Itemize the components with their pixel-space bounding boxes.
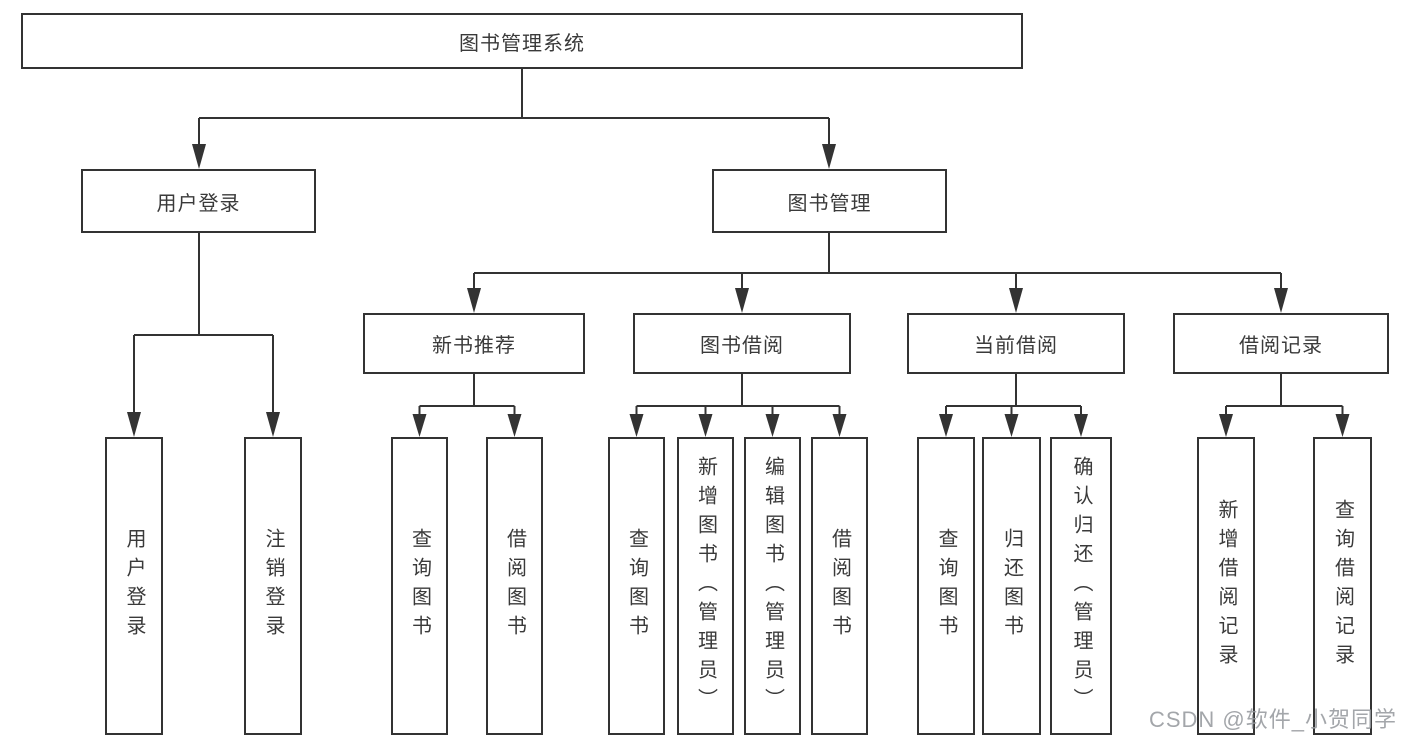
leaf-current-query-books: 查询图书 <box>917 437 975 735</box>
leaf-recommend-query-books: 查询图书 <box>391 437 448 735</box>
csdn-watermark: CSDN @软件_小贺同学 <box>1148 707 1397 732</box>
node-library-system: 图书管理系统 <box>21 13 1023 69</box>
node-user-login: 用户登录 <box>81 169 316 233</box>
leaf-current-confirm-return-admin: 确认归还（管理员） <box>1050 437 1112 735</box>
leaf-borrow-edit-books-admin: 编辑图书（管理员） <box>744 437 801 735</box>
leaf-borrow-borrow-books: 借阅图书 <box>811 437 868 735</box>
node-borrow-records: 借阅记录 <box>1173 313 1389 374</box>
node-book-borrow: 图书借阅 <box>633 313 851 374</box>
node-current-borrow: 当前借阅 <box>907 313 1125 374</box>
leaf-records-add-record: 新增借阅记录 <box>1197 437 1255 735</box>
leaf-records-query-record: 查询借阅记录 <box>1313 437 1372 735</box>
leaf-borrow-add-books-admin: 新增图书（管理员） <box>677 437 734 735</box>
node-book-management: 图书管理 <box>712 169 947 233</box>
leaf-user-login: 用户登录 <box>105 437 163 735</box>
leaf-logout: 注销登录 <box>244 437 302 735</box>
leaf-recommend-borrow-books: 借阅图书 <box>486 437 543 735</box>
leaf-current-return-books: 归还图书 <box>982 437 1041 735</box>
leaf-borrow-query-books: 查询图书 <box>608 437 665 735</box>
node-new-book-recommend: 新书推荐 <box>363 313 585 374</box>
